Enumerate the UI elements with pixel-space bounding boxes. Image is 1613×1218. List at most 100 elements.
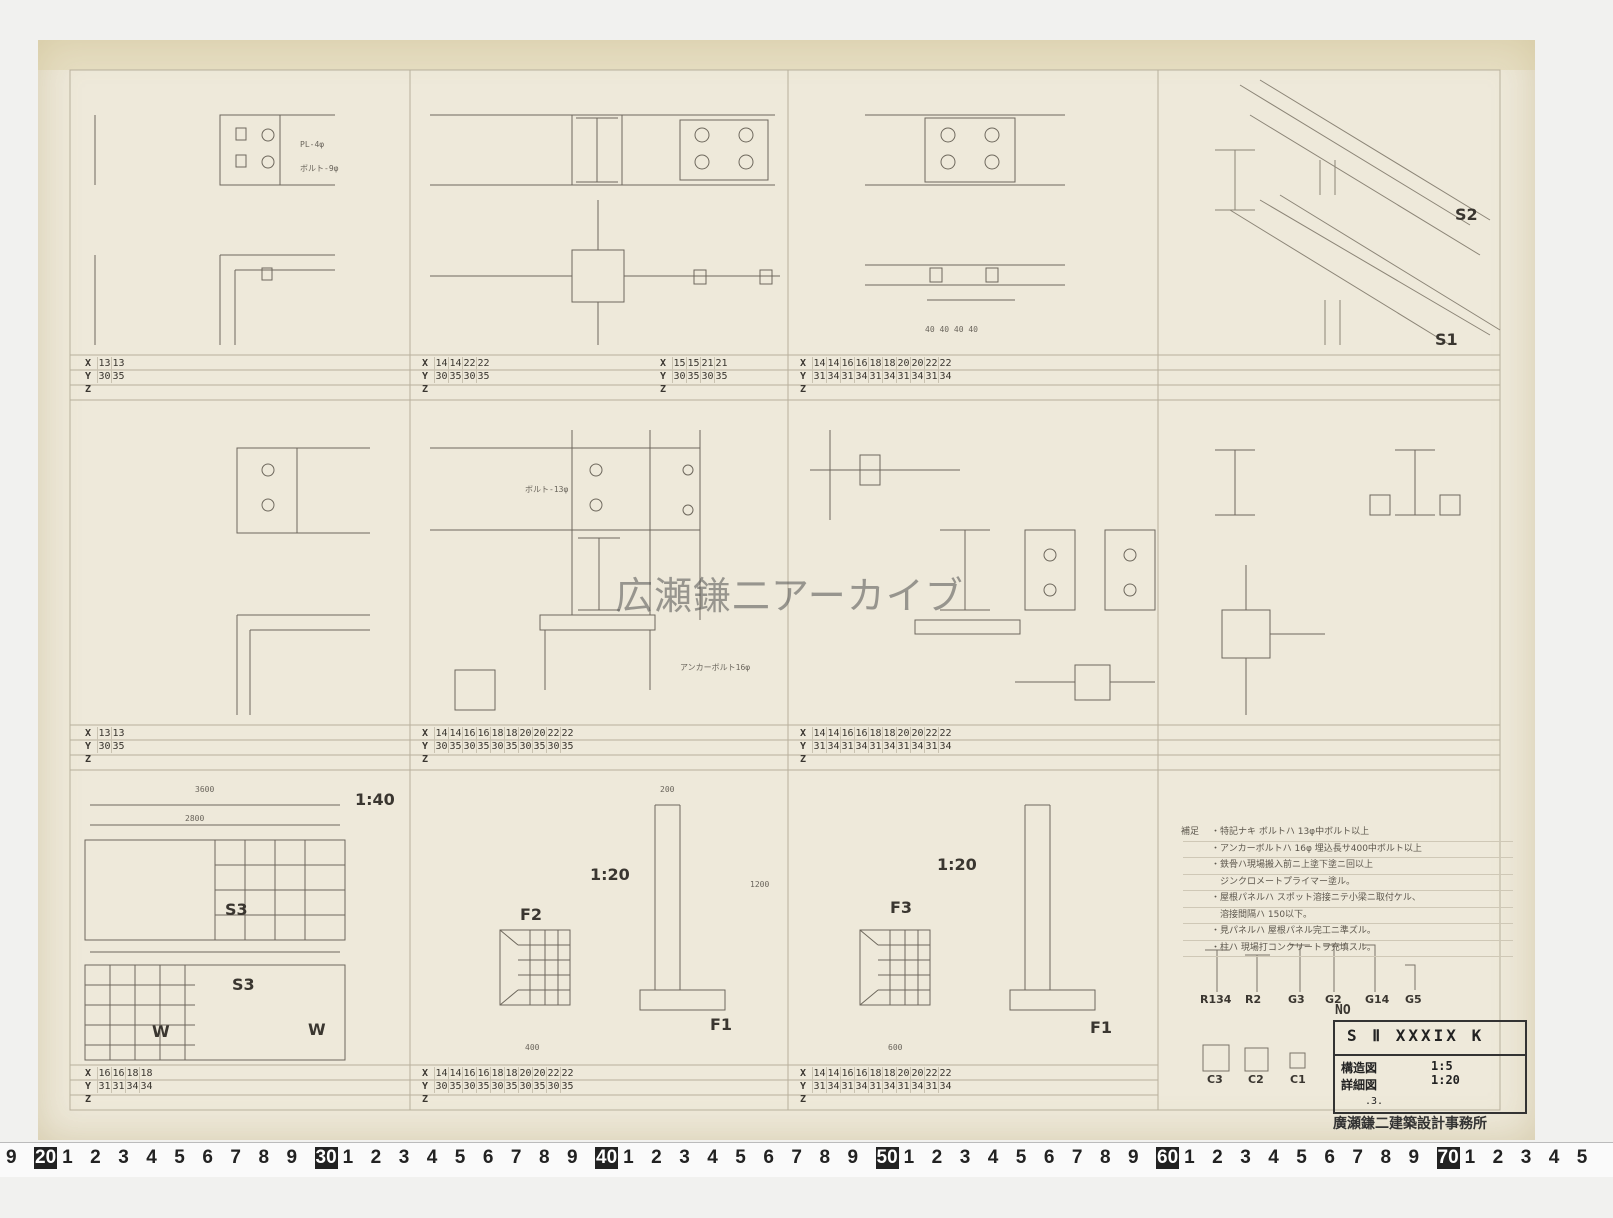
- table-cell: 18: [868, 727, 882, 740]
- axis-header: X: [800, 728, 807, 739]
- table-cell: 14: [812, 357, 826, 370]
- table-cell: 35: [448, 370, 462, 383]
- section-label: C2: [1248, 1073, 1264, 1086]
- axis-header: Y: [85, 741, 92, 752]
- table-cell: 35: [532, 740, 546, 753]
- table-cell: 31: [97, 1080, 111, 1093]
- axis-header: Z: [800, 384, 807, 395]
- table-cell: 31: [868, 1080, 882, 1093]
- ruler-mark: 8: [258, 1147, 270, 1168]
- ruler-mark: 9: [1128, 1147, 1139, 1168]
- ruler-mark: 9: [286, 1147, 298, 1168]
- ruler-mark: 9: [847, 1147, 859, 1168]
- table-row: Z: [800, 1093, 952, 1106]
- section-label: G5: [1405, 993, 1422, 1006]
- note-line: ・見パネルハ 屋根パネル完工ニ準ズル。: [1183, 924, 1513, 941]
- ruler-mark: 40: [595, 1147, 619, 1169]
- axis-header: X: [800, 1068, 807, 1079]
- table-cell: 16: [476, 727, 490, 740]
- table-cell: 35: [714, 370, 728, 383]
- table-cell: 31: [896, 740, 910, 753]
- table-cell: 30: [672, 370, 686, 383]
- table-row: Z: [800, 753, 952, 766]
- ruler-mark: 8: [538, 1147, 550, 1168]
- axis-header: Y: [800, 741, 807, 752]
- axis-header: X: [800, 358, 807, 369]
- label-s3: S3: [232, 975, 255, 994]
- ruler-mark: 3: [679, 1147, 690, 1168]
- table-cell: 18: [125, 1067, 139, 1080]
- axis-header: Y: [800, 371, 807, 382]
- table-cell: 18: [490, 727, 504, 740]
- drawing-scale: 1:20: [1431, 1073, 1460, 1087]
- table-cell: 16: [111, 1067, 125, 1080]
- table-cell: 22: [560, 1067, 574, 1080]
- section-label: G3: [1288, 993, 1305, 1006]
- table-cell: 16: [840, 357, 854, 370]
- table-cell: 22: [938, 357, 952, 370]
- table-cell: 35: [111, 370, 125, 383]
- table-cell: 35: [686, 370, 700, 383]
- table-cell: 35: [111, 740, 125, 753]
- ruler-mark: 7: [1071, 1147, 1083, 1168]
- ruler-mark: 3: [959, 1147, 971, 1168]
- scale-label: 1:20: [937, 855, 977, 874]
- ruler-mark: 1: [623, 1147, 634, 1168]
- table-row: Z: [422, 383, 490, 396]
- ruler-mark: 70: [1436, 1147, 1460, 1169]
- table-cell: 16: [476, 1067, 490, 1080]
- table-cell: 20: [896, 727, 910, 740]
- ruler-mark: 8: [819, 1147, 831, 1168]
- ruler-mark: 3: [118, 1147, 129, 1168]
- table-cell: 16: [462, 1067, 476, 1080]
- ruler-mark: 2: [1212, 1147, 1223, 1168]
- table-cell: 22: [924, 357, 938, 370]
- table-cell: 31: [840, 1080, 854, 1093]
- axis-header: Y: [85, 371, 92, 382]
- axis-header: Z: [85, 384, 92, 395]
- label-f1: F1: [1090, 1018, 1113, 1037]
- table-cell: 34: [125, 1080, 139, 1093]
- table-cell: 35: [448, 1080, 462, 1093]
- table-cell: 30: [434, 370, 448, 383]
- label-s2: S2: [1455, 205, 1478, 224]
- table-cell: 30: [434, 740, 448, 753]
- table-cell: 30: [462, 740, 476, 753]
- table-cell: 35: [532, 1080, 546, 1093]
- ruler-mark: 3: [1520, 1147, 1532, 1168]
- annotation: PL-4φ: [300, 140, 325, 149]
- axis-header: Y: [422, 1081, 429, 1092]
- table-cell: 16: [854, 357, 868, 370]
- table-cell: 31: [840, 740, 854, 753]
- ruler-mark: 7: [230, 1147, 241, 1168]
- table-cell: 14: [448, 1067, 462, 1080]
- ruler-mark: 5: [174, 1147, 185, 1168]
- table-cell: 31: [840, 370, 854, 383]
- note-line: ・アンカーボルトハ 16φ 埋込長サ400中ボルト以上: [1183, 842, 1513, 858]
- label-w: W: [308, 1020, 326, 1039]
- table-cell: 31: [868, 370, 882, 383]
- annotation: 3600: [195, 785, 215, 794]
- annotation: 2800: [185, 814, 205, 823]
- axis-header: X: [422, 1068, 429, 1079]
- table-cell: 35: [560, 740, 574, 753]
- table-cell: 30: [518, 740, 532, 753]
- table-cell: 14: [434, 357, 448, 370]
- table-cell: 31: [896, 1080, 910, 1093]
- annotation: 200: [660, 785, 675, 794]
- ruler-mark: 50: [875, 1147, 899, 1169]
- ruler-mark: 1: [62, 1147, 73, 1168]
- table-cell: 35: [448, 740, 462, 753]
- ruler-mark: 6: [763, 1147, 774, 1168]
- section-label: R134: [1200, 993, 1232, 1006]
